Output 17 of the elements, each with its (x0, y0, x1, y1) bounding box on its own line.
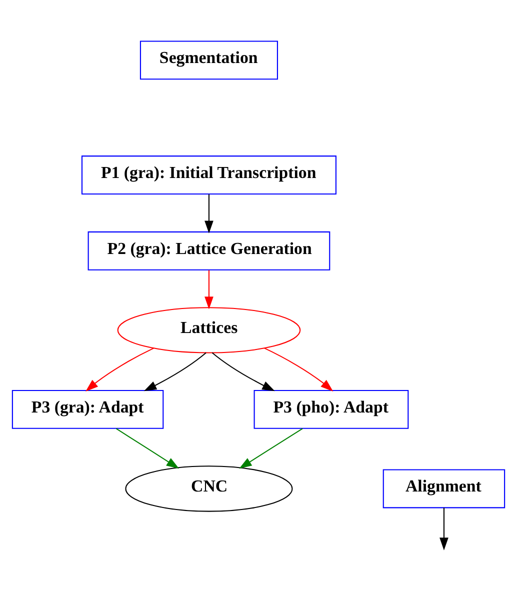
arrow (204, 270, 214, 310)
arrow (86, 348, 154, 392)
node-box: P3 (gra): Adapt (12, 390, 164, 429)
node-box: P3 (pho): Adapt (254, 390, 409, 429)
arrow (212, 352, 275, 392)
node-box: P2 (gra): Lattice Generation (88, 231, 330, 270)
arrow (239, 428, 303, 469)
arrow (204, 194, 214, 234)
arrow (264, 348, 334, 392)
node-box: Alignment (382, 469, 506, 508)
arrow (144, 352, 206, 392)
node-box: P1 (gra): Initial Transcription (81, 156, 336, 195)
arrow (116, 428, 180, 469)
node-ellipse: CNC (125, 466, 293, 512)
node-box: Segmentation (140, 40, 278, 80)
arrow (440, 508, 448, 550)
node-ellipse: Lattices (117, 307, 301, 354)
